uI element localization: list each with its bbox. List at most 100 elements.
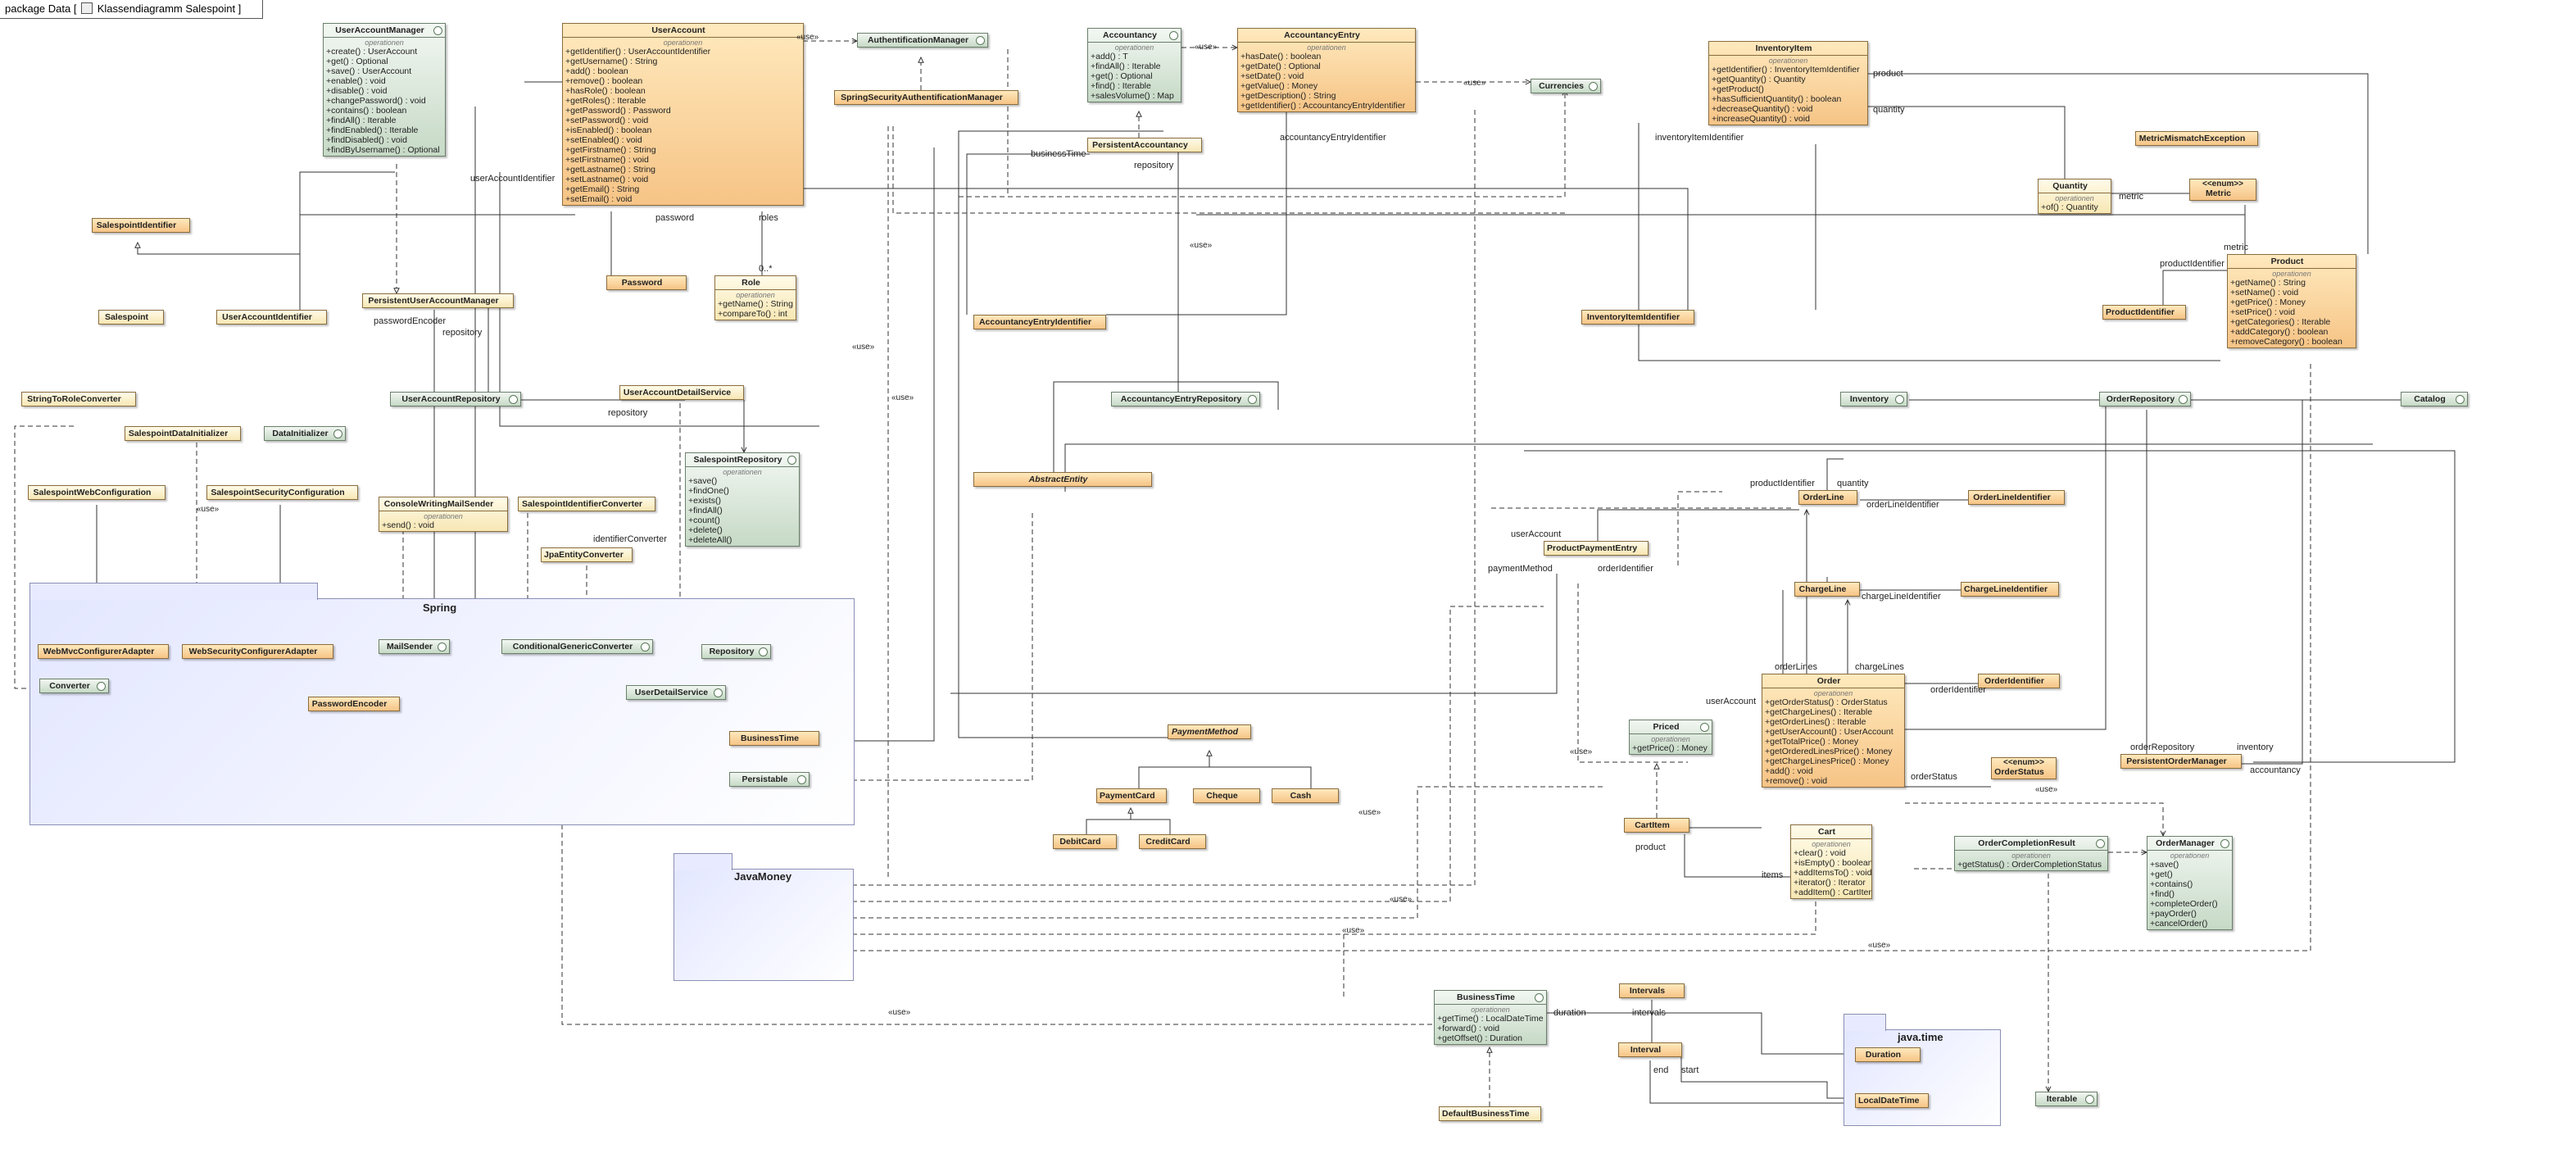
class-mail-sender[interactable]: MailSender	[379, 639, 450, 654]
operation: +create() : UserAccount	[326, 47, 418, 57]
class-persistent-accountancy[interactable]: PersistentAccountancy	[1087, 138, 1202, 152]
class-web-mvc-configurer-adapter[interactable]: WebMvcConfigurerAdapter	[38, 644, 169, 659]
class-charge-line[interactable]: ChargeLine	[1794, 582, 1860, 597]
class-name: DefaultBusinessTime	[1442, 1109, 1530, 1119]
class-inventory-item-identifier[interactable]: InventoryItemIdentifier	[1581, 310, 1694, 325]
class-salespoint[interactable]: Salespoint	[98, 310, 164, 325]
class-name: UserAccountRepository	[401, 394, 501, 404]
class-cheque[interactable]: Cheque	[1193, 788, 1260, 803]
class-converter[interactable]: Converter	[39, 679, 109, 693]
operations-section: operationen+add() : T+findAll() : Iterab…	[1088, 42, 1181, 102]
class-order-identifier[interactable]: OrderIdentifier	[1978, 674, 2060, 688]
operation: +deleteAll()	[688, 535, 732, 545]
class-salespoint-web-configuration[interactable]: SalespointWebConfiguration	[28, 485, 166, 500]
class-order-repository[interactable]: OrderRepository	[2099, 392, 2191, 406]
class-user-account-repository[interactable]: UserAccountRepository	[390, 392, 521, 406]
class-name: JpaEntityConverter	[544, 550, 624, 560]
class-data-initializer[interactable]: DataInitializer	[264, 426, 346, 441]
class-user-account-detail-service[interactable]: UserAccountDetailService	[619, 385, 744, 400]
connector-line	[852, 885, 1816, 935]
use-label: «use»	[1342, 926, 1365, 935]
class-persistent-user-account-manager[interactable]: PersistentUserAccountManager	[362, 293, 514, 308]
class-interval[interactable]: Interval	[1618, 1042, 1682, 1057]
operation: +delete()	[688, 525, 723, 535]
class-order-status[interactable]: <<enum>>OrderStatus	[1991, 757, 2057, 779]
connector-label: repository	[1134, 161, 1174, 170]
class-debit-card[interactable]: DebitCard	[1053, 834, 1117, 849]
connector-label: intervals	[1632, 1008, 1666, 1018]
operation: +isEnabled() : boolean	[565, 125, 652, 135]
operation: +getOffset() : Duration	[1437, 1033, 1522, 1043]
class-business-time-spring[interactable]: BusinessTime	[729, 731, 819, 746]
class-name: SalespointRepository	[693, 455, 782, 465]
class-salespoint-identifier[interactable]: SalespointIdentifier	[92, 218, 190, 233]
class-jpa-entity-converter[interactable]: JpaEntityConverter	[541, 547, 633, 562]
class-metric[interactable]: <<enum>>Metric	[2189, 179, 2256, 201]
class-cash[interactable]: Cash	[1272, 788, 1339, 803]
interface-icon	[1535, 993, 1544, 1002]
class-name: Quantity	[2052, 181, 2088, 191]
class-user-detail-service[interactable]: UserDetailService	[626, 685, 726, 700]
class-catalog[interactable]: Catalog	[2401, 392, 2468, 406]
class-conditional-generic-converter[interactable]: ConditionalGenericConverter	[501, 639, 653, 654]
class-metric-mismatch-exception[interactable]: MetricMismatchException	[2135, 131, 2258, 146]
operation: +remove() : boolean	[565, 76, 643, 86]
operations-header: operationen	[1307, 43, 1346, 52]
operation: +getFirstname() : String	[565, 145, 656, 155]
class-duration[interactable]: Duration	[1855, 1047, 1921, 1062]
class-name: AccountancyEntry	[1284, 30, 1360, 40]
class-payment-card[interactable]: PaymentCard	[1096, 788, 1167, 803]
operation: +getValue() : Money	[1240, 81, 1318, 91]
class-cart-item[interactable]: CartItem	[1624, 818, 1689, 833]
class-persistable[interactable]: Persistable	[729, 772, 810, 787]
class-spring-security-authentification-manager[interactable]: SpringSecurityAuthentificationManager	[834, 90, 1018, 105]
class-credit-card[interactable]: CreditCard	[1139, 834, 1206, 849]
class-intervals[interactable]: Intervals	[1619, 983, 1685, 998]
class-payment-method[interactable]: PaymentMethod	[1168, 724, 1251, 739]
class-inventory[interactable]: Inventory	[1840, 392, 1907, 406]
class-order-line[interactable]: OrderLine	[1798, 490, 1857, 505]
class-product-identifier[interactable]: ProductIdentifier	[2102, 305, 2186, 320]
class-abstract-entity[interactable]: AbstractEntity	[973, 472, 1152, 487]
class-authentification-manager[interactable]: AuthentificationManager	[857, 33, 988, 48]
operation: +findAll()	[688, 506, 723, 515]
class-salespoint-identifier-converter[interactable]: SalespointIdentifierConverter	[518, 497, 655, 511]
class-charge-line-identifier[interactable]: ChargeLineIdentifier	[1961, 582, 2059, 597]
class-web-security-configurer-adapter[interactable]: WebSecurityConfigurerAdapter	[182, 644, 333, 659]
class-currencies[interactable]: Currencies	[1531, 79, 1601, 93]
class-iterable[interactable]: Iterable	[2035, 1092, 2098, 1106]
class-password[interactable]: Password	[606, 275, 687, 290]
connector-label: product	[1873, 69, 1903, 79]
class-user-account-identifier[interactable]: UserAccountIdentifier	[216, 310, 327, 325]
class-accountancy-entry-identifier[interactable]: AccountancyEntryIdentifier	[973, 315, 1106, 329]
class-product-payment-entry[interactable]: ProductPaymentEntry	[1544, 541, 1649, 556]
connector-line	[1868, 106, 2066, 179]
class-default-business-time[interactable]: DefaultBusinessTime	[1439, 1106, 1541, 1121]
class-password-encoder[interactable]: PasswordEncoder	[308, 697, 400, 711]
class-salespoint-data-initializer[interactable]: SalespointDataInitializer	[125, 426, 241, 441]
class-repository[interactable]: Repository	[701, 644, 771, 659]
class-order-line-identifier[interactable]: OrderLineIdentifier	[1968, 490, 2065, 505]
class-local-date-time[interactable]: LocalDateTime	[1855, 1093, 1929, 1108]
class-string-to-role-converter[interactable]: StringToRoleConverter	[21, 392, 136, 406]
use-label: «use»	[1463, 79, 1486, 88]
class-persistent-order-manager[interactable]: PersistentOrderManager	[2120, 754, 2242, 769]
class-accountancy-entry-repository[interactable]: AccountancyEntryRepository	[1111, 392, 1260, 406]
class-salespoint-security-configuration[interactable]: SalespointSecurityConfiguration	[206, 485, 358, 500]
